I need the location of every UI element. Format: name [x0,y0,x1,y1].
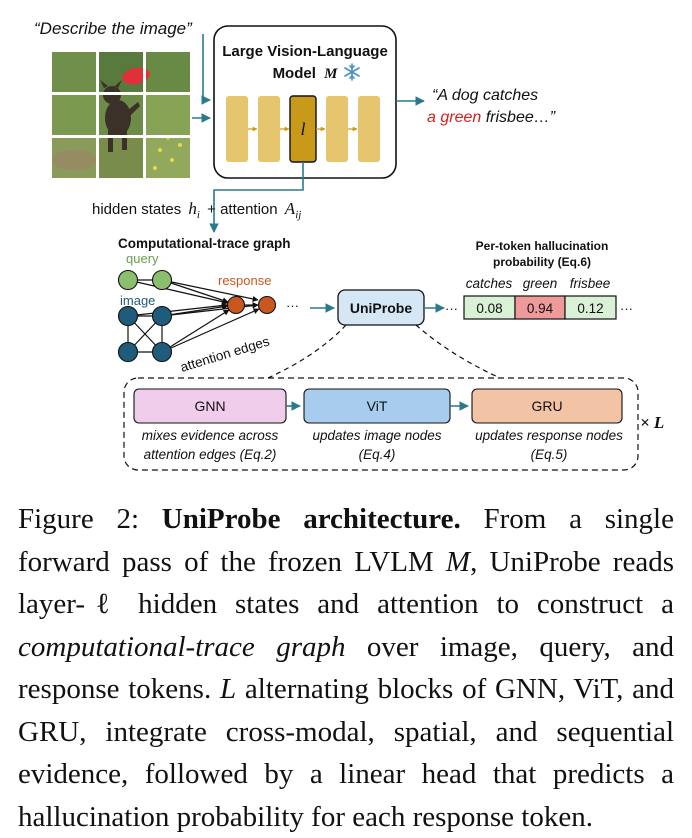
gru-label: GRU [531,398,562,414]
prob-ellipsis-right: ··· [620,301,633,316]
output-text-line1: “A dog catches [432,87,538,104]
dog-figure [100,80,140,152]
model-layer [358,96,380,162]
image-node [151,305,173,327]
hidden-states-label: hidden states hi + attention Aij [92,199,301,222]
caption-title: UniProbe architecture. [161,503,461,535]
prob-title-line2: probability (Eq.6) [493,255,591,269]
caption-math-m: M [445,545,471,578]
model-layer [326,96,348,162]
prob-value: 0.94 [527,301,554,316]
prob-value: 0.12 [577,301,603,316]
prob-value: 0.08 [476,301,502,316]
gnn-desc-line1: mixes evidence across [142,428,279,443]
image-node [151,341,173,363]
gnn-desc-line2: attention edges (Eq.2) [144,447,277,462]
query-label: query [126,251,159,266]
image-node [117,305,139,327]
model-layer [258,96,280,162]
output-text-line2: a green frisbee…” [427,109,556,126]
prob-cell [564,295,617,320]
uniprobe-box: UniProbe [337,289,425,326]
vit-desc-line2: (Eq.4) [359,447,396,462]
layer-symbol: l [300,119,305,139]
model-layer [226,96,248,162]
caption-math-l: L [219,673,237,705]
architecture-diagram: “Describe the image” [34,19,664,471]
vit-label: ViT [367,398,388,414]
attention-edges-label: attention edges [178,333,271,374]
response-node [257,295,277,315]
token-word: catches [466,276,513,291]
graph-title: Computational-trace graph [118,236,291,251]
response-node [226,295,246,315]
response-label: response [218,273,271,288]
output-highlight: a green [427,109,481,126]
repeated-blocks-container [123,377,639,471]
uniprobe-label: UniProbe [350,300,412,316]
gnn-label: GNN [194,398,225,414]
prob-title-line1: Per-token hallucination [476,239,609,253]
lvlm-model-box: Large Vision-Language Model M l [213,25,397,179]
caption-label: Figure 2: [18,503,140,535]
model-title-line1: Large Vision-Language [222,43,388,60]
token-word: frisbee [570,276,611,291]
gru-desc-line1: updates response nodes [475,428,623,443]
prob-ellipsis-left: ··· [445,301,458,316]
query-node [151,269,173,291]
repeat-symbol: × L [640,413,664,432]
caption-emph: computational-trace graph [18,630,346,663]
model-title-line2: Model M [273,65,339,82]
caption-text-3: over image, query, and response tokens. [18,630,675,706]
caption-text-2: , UniProbe reads layer-ℓ hidden states a… [18,545,674,621]
frisbee-figure [122,67,150,85]
gru-desc-line2: (Eq.5) [531,447,568,462]
image-label: image [120,293,155,308]
vit-desc-line1: updates image nodes [312,428,441,443]
token-word: green [523,276,558,291]
input-image [48,48,192,182]
caption-text-1: From a single forward pass of the frozen… [18,503,674,578]
figure-caption: Figure 2: UniProbe architecture. From a … [18,498,674,838]
graph-ellipsis: ··· [286,298,299,313]
image-node [117,341,139,363]
query-node [117,269,139,291]
gru-block [471,388,623,424]
input-prompt: “Describe the image” [34,19,193,38]
snowflake-icon [344,63,360,81]
